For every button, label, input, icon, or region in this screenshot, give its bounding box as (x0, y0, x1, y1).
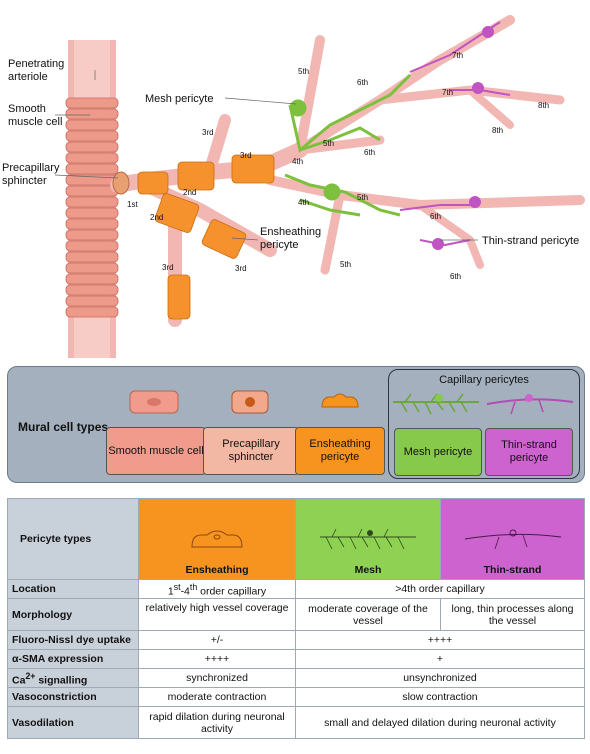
order-label-4th-b: 4th (298, 198, 310, 207)
mural-cell-types-panel: Mural cell types Smooth muscle cell Prec… (7, 366, 585, 483)
cell-morphology-ensheathing: relatively high vessel coverage (138, 598, 296, 631)
row-label-fluoro-nissl: Fluoro-Nissl dye uptake (7, 630, 139, 650)
table-row: Location 1st-4th order capillary >4th or… (7, 579, 585, 599)
table-header-row: Pericyte types Ensheathing Mesh Thin-str… (7, 498, 585, 580)
row-label-vasoconstriction: Vasoconstriction (7, 687, 139, 707)
cell-vasoconstriction-ensheathing: moderate contraction (138, 687, 296, 707)
row-label-sma: α-SMA expression (7, 649, 139, 669)
ensheathing-header-cell: Ensheathing (138, 498, 296, 580)
mesh-header-cell: Mesh (295, 498, 441, 580)
order-label-6th-a: 6th (357, 78, 369, 87)
order-label-3rd-c: 3rd (162, 263, 174, 272)
ensheathing-pericyte-box: Ensheathing pericyte (295, 427, 385, 475)
order-label-3rd-b: 3rd (240, 151, 252, 160)
mesh-pericytes (284, 73, 412, 217)
order-label-3rd-d: 3rd (235, 264, 247, 273)
row-label-vasodilation: Vasodilation (7, 706, 139, 739)
order-label-2nd-a: 2nd (183, 188, 197, 197)
order-label-8th-a: 8th (538, 101, 550, 110)
order-label-5th-a: 5th (298, 67, 310, 76)
cell-location-capillary: >4th order capillary (295, 579, 585, 599)
order-label-6th-b: 6th (364, 148, 376, 157)
thin-strand-pericyte-icon (486, 394, 574, 415)
cell-sma-capillary: + (295, 649, 585, 669)
cell-fluoro-capillary: ++++ (295, 630, 585, 650)
thin-strand-table-icon (464, 529, 562, 550)
label-precapillary-sphincter: Precapillary sphincter (2, 162, 60, 187)
pericyte-types-table: Pericyte types Ensheathing Mesh Thin-str… (7, 498, 585, 739)
thin-strand-pericyte-box: Thin-strand pericyte (485, 428, 573, 476)
order-label-5th-b: 5th (323, 139, 335, 148)
order-label-5th-c: 5th (357, 193, 369, 202)
vascular-diagram (54, 15, 585, 358)
order-label-6th-d: 6th (450, 272, 462, 281)
row-label-location: Location (7, 579, 139, 599)
cell-fluoro-ensheathing: +/- (138, 630, 296, 650)
cell-location-ensheathing: 1st-4th order capillary (138, 579, 296, 599)
label-ensheathing-pericyte: Ensheathing pericyte (260, 226, 322, 251)
mural-panel-title: Mural cell types (18, 420, 109, 434)
table-row: Ca2+ signalling synchronized unsynchroni… (7, 668, 585, 688)
cell-sma-ensheathing: ++++ (138, 649, 296, 669)
table-row: α-SMA expression ++++ + (7, 649, 585, 669)
cell-ca-ensheathing: synchronized (138, 668, 296, 688)
ensheathing-pericyte-icon (321, 393, 359, 408)
table-row: Vasodilation rapid dilation during neuro… (7, 706, 585, 739)
pericyte-types-header: Pericyte types (7, 498, 139, 580)
table-row: Fluoro-Nissl dye uptake +/- ++++ (7, 630, 585, 650)
mesh-table-icon (320, 528, 416, 550)
precapillary-sphincter-box: Precapillary sphincter (203, 427, 299, 475)
thin-strand-header-cell: Thin-strand (440, 498, 585, 580)
smooth-muscle-cell-icon (129, 390, 179, 414)
thin-strand-type-name: Thin-strand (483, 564, 542, 576)
order-label-2nd-b: 2nd (150, 213, 164, 222)
cell-morphology-thin-strand: long, thin processes along the vessel (440, 598, 585, 631)
order-label-3rd-a: 3rd (202, 128, 214, 137)
label-penetrating-arteriole: Penetrating arteriole (8, 58, 65, 83)
row-label-ca-signalling: Ca2+ signalling (7, 668, 139, 688)
precapillary-sphincter-cell (112, 171, 130, 195)
cell-vasodilation-capillary: small and delayed dilation during neuron… (295, 706, 585, 739)
order-label-5th-d: 5th (340, 260, 352, 269)
order-label-4th-a: 4th (292, 157, 304, 166)
order-label-7th-a: 7th (452, 51, 464, 60)
label-mesh-pericyte: Mesh pericyte (145, 93, 214, 105)
smooth-muscle-cell-box: Smooth muscle cell (106, 427, 206, 475)
leader-lines (54, 70, 478, 241)
mesh-pericyte-icon (393, 393, 479, 415)
mesh-type-name: Mesh (354, 564, 382, 576)
ensheathing-pericytes (137, 154, 275, 320)
cell-morphology-mesh: moderate coverage of the vessel (295, 598, 441, 631)
label-thin-strand-pericyte: Thin-strand pericyte (482, 235, 580, 247)
order-label-6th-c: 6th (430, 212, 442, 221)
label-smooth-muscle-cell: Smooth muscle cell (8, 103, 63, 128)
table-row: Vasoconstriction moderate contraction sl… (7, 687, 585, 707)
cell-vasoconstriction-capillary: slow contraction (295, 687, 585, 707)
mesh-pericyte-box: Mesh pericyte (394, 428, 482, 476)
order-label-7th-b: 7th (442, 88, 454, 97)
order-label-1st: 1st (127, 200, 138, 209)
cell-ca-capillary: unsynchronized (295, 668, 585, 688)
cell-vasodilation-ensheathing: rapid dilation during neuronal activity (138, 706, 296, 739)
smooth-muscle-cells (65, 97, 119, 318)
precapillary-sphincter-icon (231, 390, 269, 414)
ensheathing-type-name: Ensheathing (185, 564, 249, 576)
capillary-pericytes-group: Capillary pericytes Mesh pericyte Thin-s… (388, 369, 580, 479)
row-label-morphology: Morphology (7, 598, 139, 631)
ensheathing-table-icon (191, 530, 243, 548)
order-label-8th-b: 8th (492, 126, 504, 135)
capillary-pericytes-title: Capillary pericytes (439, 374, 529, 386)
table-row: Morphology relatively high vessel covera… (7, 598, 585, 631)
thin-strand-pericytes (399, 21, 511, 250)
